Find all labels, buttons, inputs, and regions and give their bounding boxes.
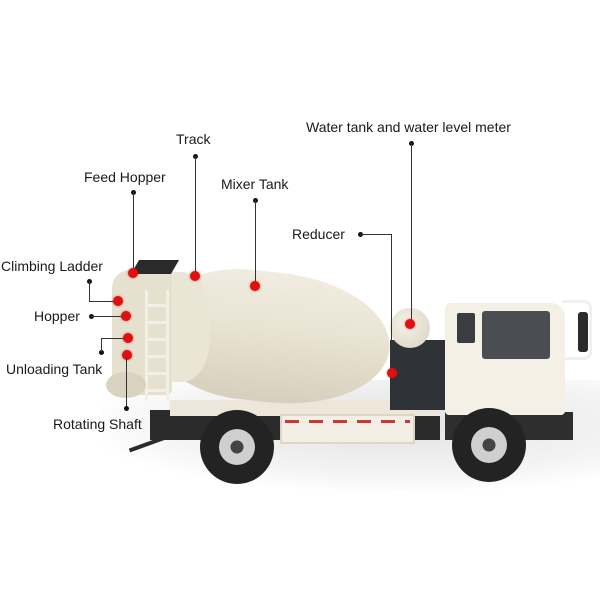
leader-line xyxy=(255,200,256,284)
cab-door-window xyxy=(482,311,550,359)
rear-wheel-hub xyxy=(219,429,255,465)
callout-marker-track xyxy=(190,271,200,281)
label-hopper: Hopper xyxy=(34,308,80,324)
leader-line xyxy=(126,358,127,408)
callout-marker-mixer-tank xyxy=(250,281,260,291)
callout-marker-rotating-shaft xyxy=(122,350,132,360)
label-mixer-tank: Mixer Tank xyxy=(221,176,289,192)
label-water-tank: Water tank and water level meter xyxy=(306,119,511,135)
leader-line xyxy=(89,301,115,302)
label-reducer: Reducer xyxy=(292,226,345,242)
leader-line xyxy=(411,143,412,323)
leader-line xyxy=(360,234,392,235)
climbing-ladder-shape xyxy=(145,290,169,400)
callout-marker-hopper xyxy=(121,311,131,321)
label-unloading-tank: Unloading Tank xyxy=(6,361,103,377)
leader-line xyxy=(195,156,196,274)
callout-marker-climbing-ladder xyxy=(113,296,123,306)
label-track: Track xyxy=(176,131,211,147)
leader-line xyxy=(133,192,134,272)
reflector-strip xyxy=(285,420,410,423)
anchor-dot xyxy=(99,350,104,355)
mirror-arm xyxy=(562,300,592,360)
engine-block xyxy=(390,340,450,410)
callout-marker-water-tank xyxy=(405,319,415,329)
label-feed-hopper: Feed Hopper xyxy=(84,169,166,185)
label-climbing-ladder: Climbing Ladder xyxy=(1,258,103,274)
side-mirror xyxy=(578,312,588,352)
label-rotating-shaft: Rotating Shaft xyxy=(53,416,142,432)
cab-side-window xyxy=(457,313,475,343)
rear-wheel xyxy=(200,410,274,484)
leader-line xyxy=(91,316,121,317)
callout-marker-unloading-tank xyxy=(123,333,133,343)
leader-line xyxy=(391,234,392,370)
side-guard xyxy=(280,414,415,444)
leader-line xyxy=(89,281,90,301)
leader-line xyxy=(101,338,125,339)
front-wheel-hub xyxy=(471,427,507,463)
feed-hopper-cap xyxy=(130,260,180,274)
leader-line xyxy=(101,338,102,352)
callout-marker-reducer xyxy=(387,368,397,378)
front-wheel xyxy=(452,408,526,482)
anchor-dot xyxy=(124,406,129,411)
callout-marker-feed-hopper xyxy=(128,268,138,278)
